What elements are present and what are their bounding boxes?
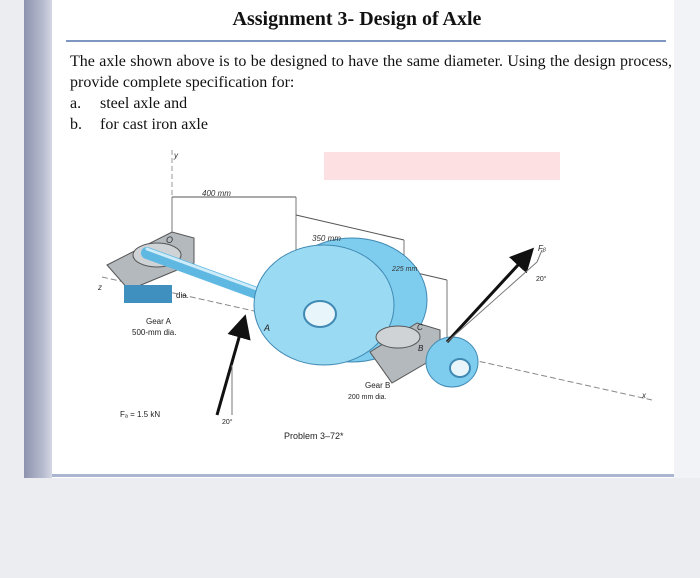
list-item-cast-iron: b. for cast iron axle xyxy=(70,114,672,135)
dia-label: dia. xyxy=(176,291,189,300)
force-fa-arrow xyxy=(215,314,251,416)
point-a-label: A xyxy=(263,323,270,333)
page-right-edge xyxy=(674,0,700,478)
axle-problem-figure: 400 mm 350 mm 225 mm O dia. Gear A 500-m… xyxy=(97,150,653,441)
title-underline xyxy=(66,40,666,42)
figure-caption: Problem 3–72* xyxy=(284,431,344,441)
dimension-mask xyxy=(124,285,172,303)
list-item-text: for cast iron axle xyxy=(100,116,208,133)
list-marker: a. xyxy=(70,95,82,112)
gear-b-label: Gear B xyxy=(365,381,390,390)
axis-x-label: x xyxy=(641,391,647,400)
gear-a-label: Gear A xyxy=(146,317,172,326)
highlight-bar xyxy=(324,152,560,180)
list-marker: b. xyxy=(70,116,82,133)
dim-225-label: 225 mm xyxy=(391,266,417,273)
point-b-label: B xyxy=(418,344,424,353)
angle-b-label: 20° xyxy=(536,275,547,283)
angle-a-label: 20° xyxy=(222,418,233,426)
list-item-steel: a. steel axle and xyxy=(70,93,672,114)
gear-a-diameter: 500-mm dia. xyxy=(132,328,176,337)
page-left-margin-bar xyxy=(24,0,52,478)
force-fa-label: Fₐ = 1.5 kN xyxy=(120,410,160,419)
dim-400-label: 400 mm xyxy=(202,189,231,198)
gear-b-diameter: 200 mm dia. xyxy=(348,394,387,401)
axis-z-label: z xyxy=(97,283,102,292)
assignment-body: The axle shown above is to be designed t… xyxy=(70,51,672,135)
dim-line-350 xyxy=(295,214,405,241)
bearing-o-label: O xyxy=(166,235,173,245)
list-item-text: steel axle and xyxy=(100,95,188,112)
gear-b-hub xyxy=(449,358,471,378)
point-c-label: C xyxy=(417,323,423,332)
page-bottom-border xyxy=(52,474,674,477)
bearing-c-housing xyxy=(375,325,421,349)
force-fb-label: Fᵦ xyxy=(538,244,546,253)
force-fb-arrow xyxy=(445,247,535,344)
gear-a-hub xyxy=(303,300,337,328)
assignment-title: Assignment 3- Design of Axle xyxy=(232,8,482,30)
dim-350-label: 350 mm xyxy=(312,234,341,243)
axis-y-label: y xyxy=(173,151,179,160)
assignment-intro: The axle shown above is to be designed t… xyxy=(70,53,672,91)
